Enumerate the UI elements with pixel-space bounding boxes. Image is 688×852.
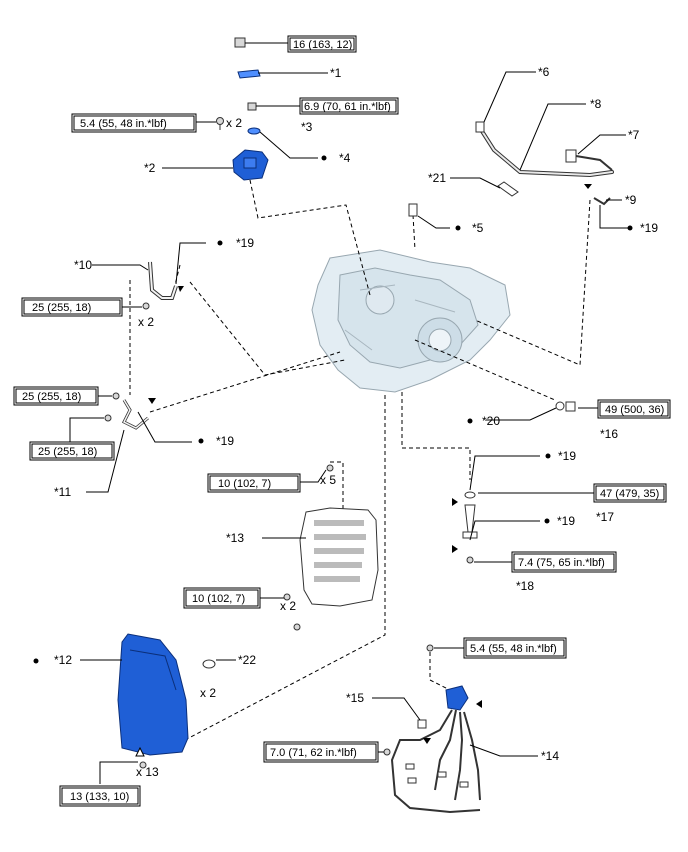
torque-text-10-a: 10 (102, 7) xyxy=(218,478,271,490)
callout-11: *11 xyxy=(54,485,71,499)
legend-dots xyxy=(33,155,633,664)
oil-pan-part-12 xyxy=(117,633,216,769)
callout-19-c: *19 xyxy=(216,434,234,448)
torque-box-6-9: 6.9 (70, 61 in.*lbf) xyxy=(299,97,399,115)
callout-6: *6 xyxy=(538,65,550,79)
callout-3: *3 xyxy=(301,120,313,134)
torque-box-7-4: 7.4 (75, 65 in.*lbf) xyxy=(511,551,617,573)
torque-box-49: 49 (500, 36) xyxy=(597,399,671,419)
callout-7: *7 xyxy=(628,128,640,142)
quantity-x5: x 5 xyxy=(320,473,336,487)
callout-19-d: *19 xyxy=(558,449,576,463)
quantity-x13: x 13 xyxy=(136,765,159,779)
callout-20: *20 xyxy=(482,414,500,428)
callout-15: *15 xyxy=(346,691,364,705)
filler-part-17 xyxy=(462,491,478,564)
torque-text-5-4-a: 5.4 (55, 48 in.*lbf) xyxy=(80,118,167,130)
bolt-part-a xyxy=(216,117,224,130)
torque-text-16: 16 (163, 12) xyxy=(293,39,352,51)
callout-2: *2 xyxy=(144,161,156,175)
dashed-relation-lines xyxy=(129,179,591,741)
torque-text-7-4: 7.4 (75, 65 in.*lbf) xyxy=(518,557,605,569)
callout-19-a: *19 xyxy=(236,236,254,250)
callout-4: *4 xyxy=(339,151,351,165)
torque-boxes: 16 (163, 12) 6.9 (70, 61 in.*lbf) 5.4 (5… xyxy=(13,35,671,807)
torque-box-25-c: 25 (255, 18) xyxy=(29,441,115,461)
torque-box-10-a: 10 (102, 7) xyxy=(207,473,301,493)
gasket-part-4 xyxy=(247,127,261,135)
union-part-7 xyxy=(565,149,613,171)
callout-9: *9 xyxy=(625,193,637,207)
elbow-part-9 xyxy=(593,197,611,206)
callout-16: *16 xyxy=(600,427,618,441)
torque-box-5-4-b: 5.4 (55, 48 in.*lbf) xyxy=(463,637,567,659)
wire-harness-part-14 xyxy=(383,644,481,814)
torque-box-10-b: 10 (102, 7) xyxy=(183,587,261,609)
quantity-labels: x 2 x 2 x 5 x 2 x 2 x 13 xyxy=(136,116,336,779)
torque-text-10-b: 10 (102, 7) xyxy=(192,593,245,605)
callout-17: *17 xyxy=(596,510,614,524)
torque-text-5-4-b: 5.4 (55, 48 in.*lbf) xyxy=(470,643,557,655)
callout-19-b: *19 xyxy=(640,221,658,235)
torque-box-47: 47 (479, 35) xyxy=(593,483,667,503)
callout-12: *12 xyxy=(54,653,72,667)
quantity-x2-a: x 2 xyxy=(226,116,242,130)
pipe-part-10 xyxy=(148,261,178,300)
oil-cooler-tube xyxy=(475,121,614,178)
pipe-part-11 xyxy=(104,392,149,430)
callout-labels: *1 *2 *3 *4 *5 *6 *7 *8 *9 *10 *11 *12 *… xyxy=(54,65,658,763)
nut-part xyxy=(234,37,246,48)
callout-8: *8 xyxy=(590,97,602,111)
sensor-part-2 xyxy=(232,149,269,181)
callout-22: *22 xyxy=(238,653,256,667)
torque-box-5-4-a: 5.4 (55, 48 in.*lbf) xyxy=(71,113,197,133)
torque-text-25-c: 25 (255, 18) xyxy=(38,446,97,458)
torque-text-25-b: 25 (255, 18) xyxy=(22,391,81,403)
transaxle-assembly xyxy=(311,249,511,393)
quantity-x2-d: x 2 xyxy=(200,686,216,700)
drain-plug-part-16 xyxy=(555,401,576,412)
torque-box-25-b: 25 (255, 18) xyxy=(13,386,99,406)
callout-10: *10 xyxy=(74,258,92,272)
torque-box-16: 16 (163, 12) xyxy=(287,35,357,53)
direction-arrows xyxy=(135,184,592,757)
callout-5: *5 xyxy=(472,221,484,235)
torque-box-25-a: 25 (255, 18) xyxy=(21,297,123,317)
leader-lines xyxy=(69,42,628,784)
callout-1: *1 xyxy=(330,66,342,80)
torque-text-13: 13 (133, 10) xyxy=(70,791,129,803)
quantity-x2-c: x 2 xyxy=(280,599,296,613)
small-nut-part xyxy=(247,102,257,111)
callout-18: *18 xyxy=(516,579,534,593)
torque-text-6-9: 6.9 (70, 61 in.*lbf) xyxy=(304,101,391,113)
callout-21: *21 xyxy=(428,171,446,185)
torque-text-49: 49 (500, 36) xyxy=(605,404,664,416)
callout-14: *14 xyxy=(541,749,559,763)
callout-13: *13 xyxy=(226,531,244,545)
torque-box-7-0: 7.0 (71, 62 in.*lbf) xyxy=(263,741,379,763)
quantity-x2-b: x 2 xyxy=(138,315,154,329)
torque-text-47: 47 (479, 35) xyxy=(600,488,659,500)
valve-body-part-13 xyxy=(283,464,379,631)
plug-part-5 xyxy=(408,203,418,217)
clamp-part-21 xyxy=(497,181,519,197)
callout-19-e: *19 xyxy=(557,514,575,528)
bracket-part-1 xyxy=(237,69,261,79)
bolt-part-b xyxy=(142,302,150,310)
torque-text-25-a: 25 (255, 18) xyxy=(32,302,91,314)
torque-text-7-0: 7.0 (71, 62 in.*lbf) xyxy=(270,747,357,759)
torque-box-13: 13 (133, 10) xyxy=(59,785,141,807)
